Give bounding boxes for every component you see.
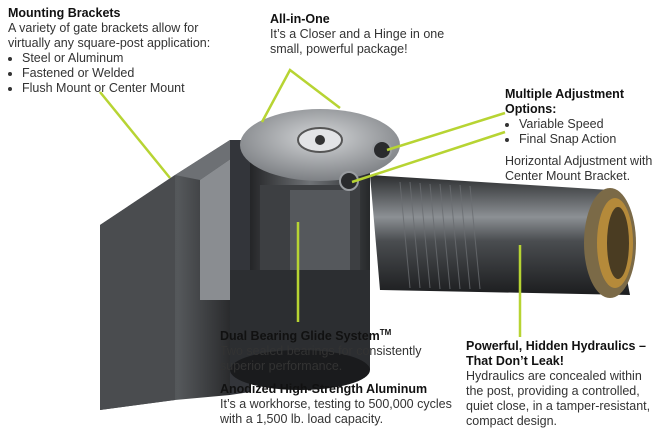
top-cap bbox=[240, 109, 400, 181]
adjustment-options-callout: Multiple Adjustment Options: Variable Sp… bbox=[505, 87, 657, 184]
bracket-plate bbox=[100, 140, 258, 410]
anodized-aluminum-body: It’s a workhorse, testing to 500,000 cyc… bbox=[220, 397, 452, 426]
all-in-one-callout: All-in-One It’s a Closer and a Hinge in … bbox=[270, 12, 480, 57]
mounting-brackets-title: Mounting Brackets bbox=[8, 6, 121, 20]
dual-bearing-body: Two sealed bearings for consistently sup… bbox=[220, 344, 422, 374]
hydraulics-body: Hydraulics are concealed within the post… bbox=[466, 369, 651, 428]
list-item: Steel or Aluminum bbox=[22, 51, 238, 66]
hydraulics-title: Powerful, Hidden Hydraulics – That Don’t… bbox=[466, 339, 646, 368]
hydraulic-cylinder bbox=[370, 175, 636, 298]
dual-bearing-title: Dual Bearing Glide SystemTM bbox=[220, 328, 392, 344]
list-item: Final Snap Action bbox=[519, 132, 657, 147]
list-item: Fastened or Welded bbox=[22, 66, 238, 81]
adjustment-options-note: Horizontal Adjustment with Center Mount … bbox=[505, 154, 653, 183]
adjustment-options-list: Variable Speed Final Snap Action bbox=[505, 117, 657, 147]
trademark-mark: TM bbox=[379, 328, 392, 337]
all-in-one-body: It’s a Closer and a Hinge in one small, … bbox=[270, 27, 445, 56]
mounting-brackets-callout: Mounting Brackets A variety of gate brac… bbox=[8, 6, 238, 96]
mounting-brackets-list: Steel or Aluminum Fastened or Welded Flu… bbox=[8, 51, 238, 96]
dual-bearing-callout: Dual Bearing Glide SystemTM Two sealed b… bbox=[220, 325, 450, 374]
all-in-one-title: All-in-One bbox=[270, 12, 330, 26]
list-item: Flush Mount or Center Mount bbox=[22, 81, 238, 96]
anodized-aluminum-callout: Anodized High-Strength Aluminum It’s a w… bbox=[220, 382, 460, 427]
anodized-aluminum-title: Anodized High-Strength Aluminum bbox=[220, 382, 428, 396]
adjustment-options-title: Multiple Adjustment Options: bbox=[505, 87, 624, 116]
callout-lines bbox=[99, 68, 522, 337]
mounting-brackets-body: A variety of gate brackets allow for vir… bbox=[8, 21, 211, 50]
hydraulics-callout: Powerful, Hidden Hydraulics – That Don’t… bbox=[466, 339, 656, 429]
list-item: Variable Speed bbox=[519, 117, 657, 132]
hub-body bbox=[230, 150, 370, 390]
